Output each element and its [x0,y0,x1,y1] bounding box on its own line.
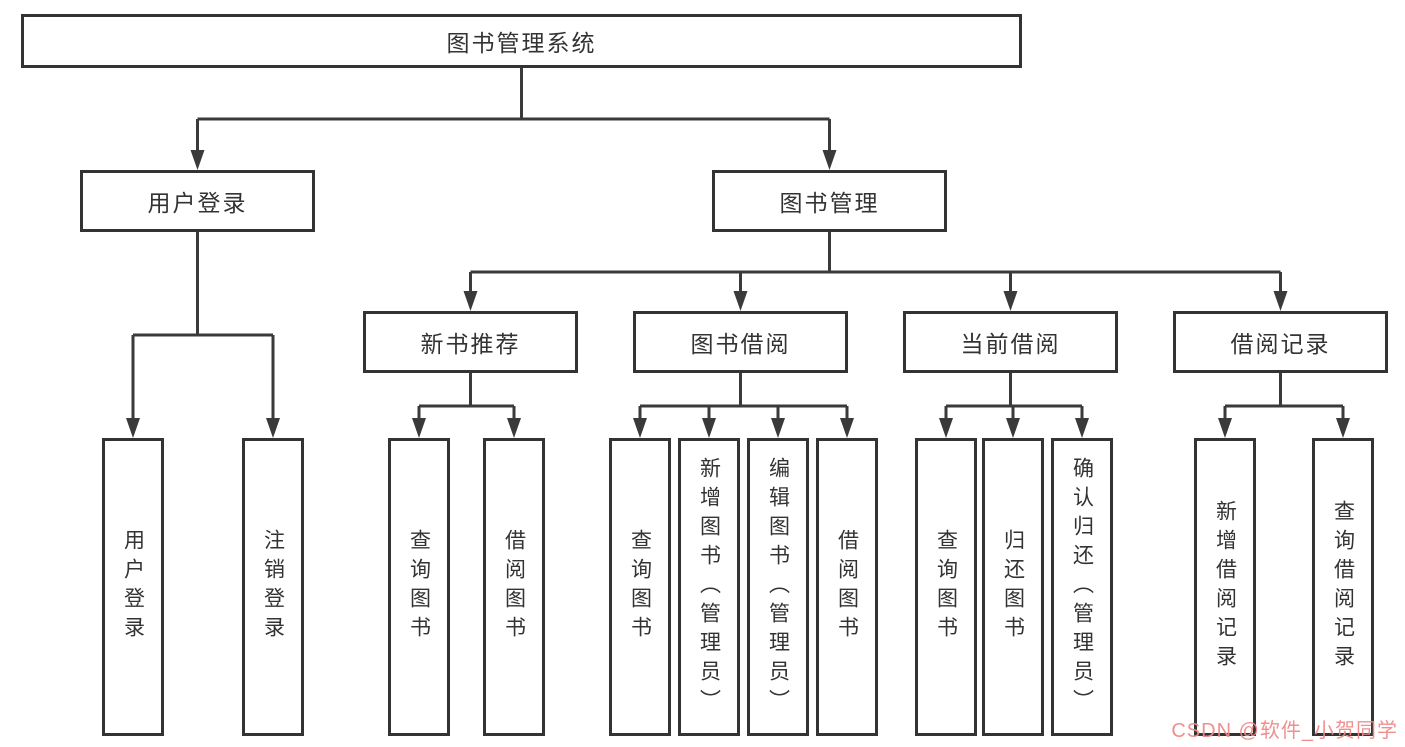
node-book-borrowing: 图书借阅 [633,311,848,373]
edge-newbook-to-leaves [417,373,516,421]
edge-records-to-leaves [1223,373,1345,421]
node-user-login-label: 用户登录 [147,190,248,216]
leaf-user-login-label: 用户登录 [121,529,145,645]
leaf-bb-query-books: 查询图书 [609,438,671,736]
leaf-bb-edit-book-admin-label: 编辑图书（管理员） [766,456,790,718]
node-user-login: 用户登录 [80,170,315,232]
edge-current-to-leaves [944,373,1084,421]
leaf-cb-query-books-label: 查询图书 [934,529,958,645]
leaf-br-add-record-label: 新增借阅记录 [1213,500,1237,674]
leaf-bb-query-books-label: 查询图书 [628,529,652,645]
leaf-logout-label: 注销登录 [261,529,285,645]
leaf-br-query-record: 查询借阅记录 [1312,438,1374,736]
edge-bookmgmt-to-level3 [469,232,1282,293]
node-new-book-recommendation-label: 新书推荐 [420,331,521,357]
edge-borrow-to-leaves [638,373,849,421]
leaf-bb-borrow-books: 借阅图书 [816,438,878,736]
node-current-borrowing: 当前借阅 [903,311,1118,373]
leaf-bb-edit-book-admin: 编辑图书（管理员） [747,438,809,736]
leaf-bb-add-book-admin: 新增图书（管理员） [678,438,740,736]
node-borrowing-records: 借阅记录 [1173,311,1388,373]
leaf-bb-add-book-admin-label: 新增图书（管理员） [697,456,721,718]
leaf-bb-borrow-books-label: 借阅图书 [835,529,859,645]
leaf-cb-return-books-label: 归还图书 [1001,529,1025,645]
node-book-borrowing-label: 图书借阅 [690,331,791,357]
node-root: 图书管理系统 [21,14,1022,68]
leaf-cb-return-books: 归还图书 [982,438,1044,736]
node-borrowing-records-label: 借阅记录 [1230,331,1331,357]
leaf-nb-borrow-books-label: 借阅图书 [502,529,526,645]
leaf-br-add-record: 新增借阅记录 [1194,438,1256,736]
leaf-br-query-record-label: 查询借阅记录 [1331,500,1355,674]
node-book-management-label: 图书管理 [779,190,880,216]
csdn-watermark: CSDN @软件_小贺同学 [1171,720,1398,742]
leaf-cb-confirm-return-admin-label: 确认归还（管理员） [1070,456,1094,718]
node-current-borrowing-label: 当前借阅 [960,331,1061,357]
edge-userlogin-to-leaves [131,232,275,420]
leaf-user-login: 用户登录 [102,438,164,736]
leaf-nb-query-books-label: 查询图书 [407,529,431,645]
node-root-label: 图书管理系统 [446,30,597,56]
leaf-nb-borrow-books: 借阅图书 [483,438,545,736]
node-book-management: 图书管理 [712,170,947,232]
leaf-nb-query-books: 查询图书 [388,438,450,736]
edge-root-to-level2 [196,68,831,152]
leaf-logout: 注销登录 [242,438,304,736]
leaf-cb-confirm-return-admin: 确认归还（管理员） [1051,438,1113,736]
node-new-book-recommendation: 新书推荐 [363,311,578,373]
leaf-cb-query-books: 查询图书 [915,438,977,736]
